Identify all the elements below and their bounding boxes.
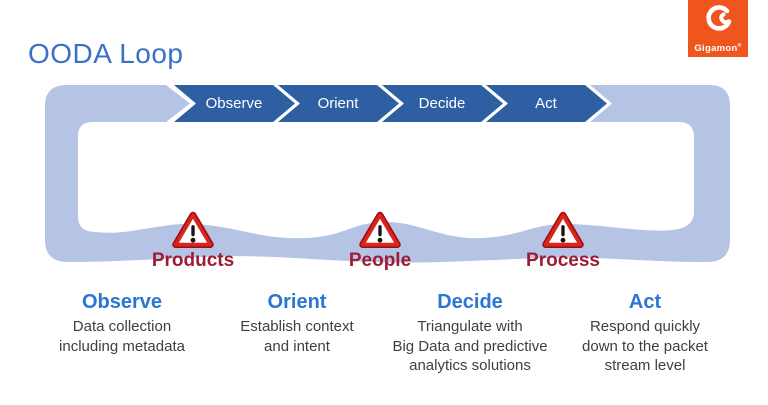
column-body-orient: Establish context and intent	[240, 318, 354, 355]
column-body-decide: Triangulate with Big Data and predictive…	[392, 318, 548, 374]
chevron-orient	[278, 85, 399, 122]
chevron-label-decide: Decide	[418, 95, 466, 112]
column-decide: Decide Triangulate with Big Data and pre…	[378, 291, 562, 376]
warning-label-process: Process	[526, 250, 600, 271]
column-body-observe: Data collection including metadata	[59, 318, 185, 355]
chevron-label-orient: Orient	[317, 95, 359, 112]
page-title: OODA Loop	[28, 38, 184, 69]
gigamon-logo: Gigamon®	[688, 0, 748, 57]
chevron-act	[486, 85, 607, 122]
column-act: Act Respond quickly down to the packet s…	[553, 291, 737, 376]
column-body-act: Respond quickly down to the packet strea…	[582, 318, 708, 374]
gigamon-wordmark: Gigamon®	[694, 43, 742, 55]
warning-icon-products	[176, 215, 211, 244]
warning-icon-process	[546, 215, 581, 244]
column-heading-orient: Orient	[267, 291, 327, 313]
chevron-label-act: Act	[535, 95, 557, 112]
column-orient: Orient Establish context and intent	[205, 291, 389, 356]
registered-mark: ®	[737, 43, 742, 49]
column-heading-act: Act	[628, 291, 662, 313]
warning-label-products: Products	[151, 250, 235, 271]
chevron-observe	[174, 85, 295, 122]
chevron-decide	[382, 85, 503, 122]
column-observe: Observe Data collection including metada…	[30, 291, 214, 356]
warning-label-people: People	[348, 250, 412, 271]
chevron-label-observe: Observe	[205, 95, 263, 112]
gigamon-g-icon	[706, 5, 732, 31]
column-heading-decide: Decide	[437, 291, 503, 313]
column-heading-observe: Observe	[81, 291, 163, 313]
warning-icon-people	[363, 215, 398, 244]
